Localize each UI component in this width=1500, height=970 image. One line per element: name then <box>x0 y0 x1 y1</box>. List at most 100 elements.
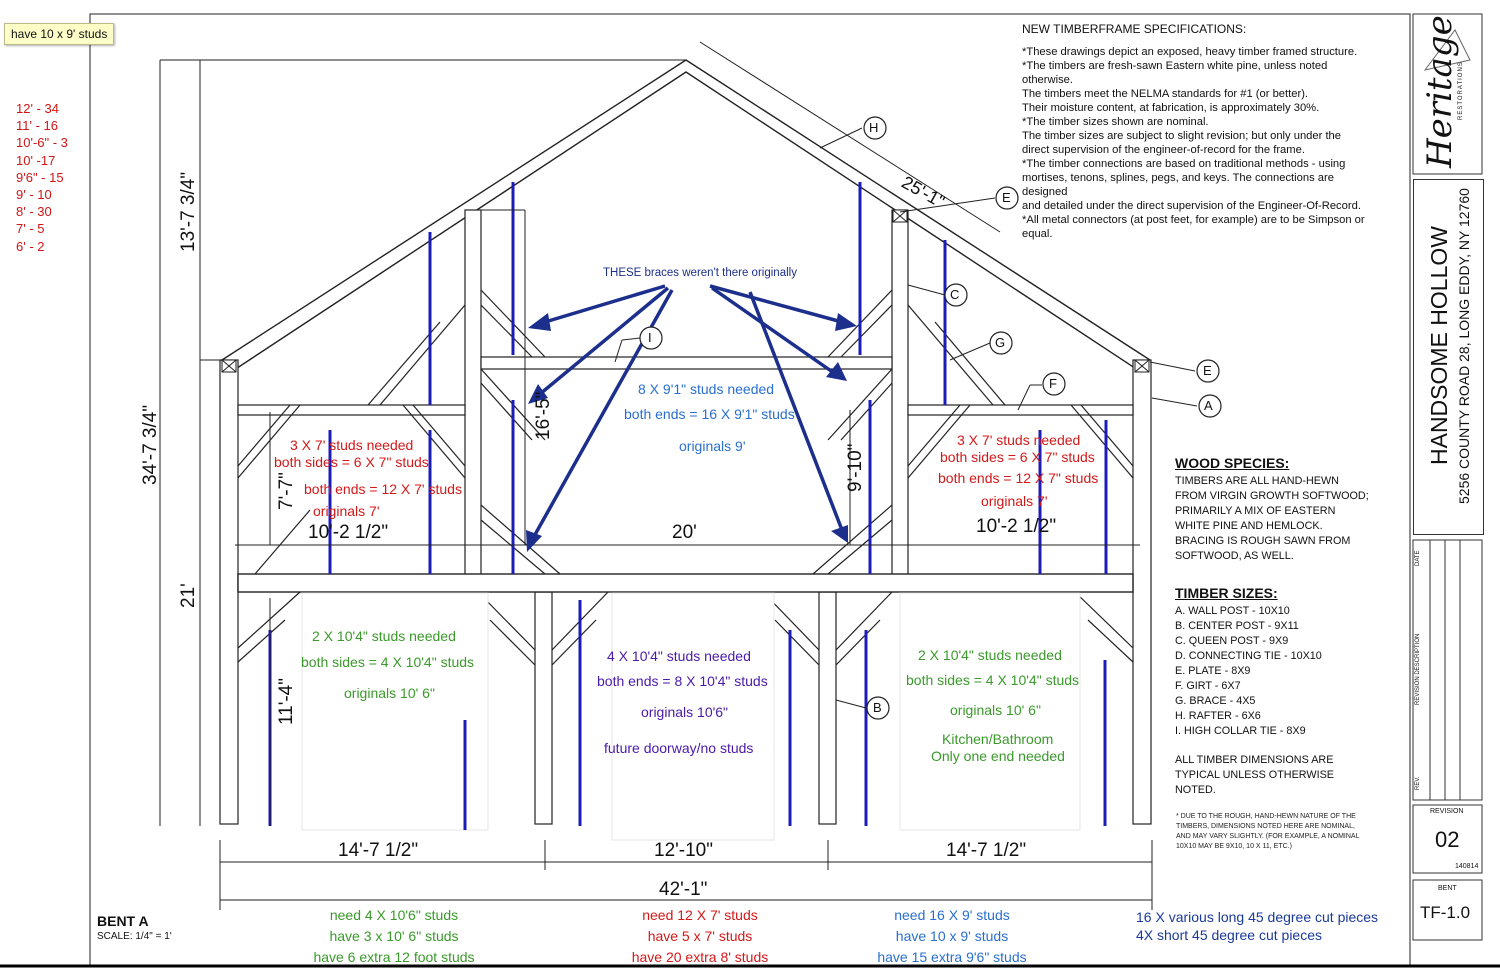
timber-item: C. QUEEN POST - 9X9 <box>1175 635 1289 647</box>
timber-note: NOTED. <box>1175 784 1216 796</box>
lower-right-note: Only one end needed <box>931 748 1065 764</box>
bent-label: BENT <box>1438 885 1457 892</box>
bottom-note-line: need 16 X 9' studs <box>894 907 1010 923</box>
lower-center-note: both ends = 8 X 10'4" studs <box>597 673 768 689</box>
upper-right-note: both ends = 12 X 7" studs <box>938 470 1099 486</box>
spec-line: equal. <box>1022 228 1053 240</box>
tally-item: 10' -17 <box>16 152 56 168</box>
dim-loft-height: 7'-7" <box>276 472 297 510</box>
tag-a: A <box>1204 398 1213 413</box>
spec-line: direct supervision of the engineer-of-re… <box>1022 144 1305 156</box>
tag-c: C <box>950 287 960 302</box>
dim-left-loft: 10'-2 1/2" <box>308 522 389 543</box>
tally-item: 6' - 2 <box>16 238 45 254</box>
tag-g: G <box>995 335 1006 350</box>
bottom-note-line: 16 X various long 45 degree cut pieces <box>1136 909 1379 925</box>
dim-overall-height: 34'-7 3/4" <box>140 404 161 485</box>
wood-line: FROM VIRGIN GROWTH SOFTWOOD; <box>1175 490 1369 502</box>
company-logo-text: Heritage <box>1420 15 1460 168</box>
spec-line: designed <box>1022 186 1068 198</box>
timber-item: I. HIGH COLLAR TIE - 8X9 <box>1175 725 1306 737</box>
rafters <box>221 59 1151 379</box>
dim-queen-height: 16'-5" <box>533 391 554 440</box>
timber-note: TYPICAL UNLESS OTHERWISE <box>1175 769 1334 781</box>
dim-upper-height: 13'-7 3/4" <box>178 171 199 252</box>
timber-item: B. CENTER POST - 9X11 <box>1175 620 1299 632</box>
spec-line: *The timber sizes shown are nominal. <box>1022 116 1209 128</box>
bottom-note-line: have 10 x 9' studs <box>895 928 1009 944</box>
upper-center-note: 8 X 9'1" studs needed <box>638 381 775 397</box>
date-column-label: DATE <box>1415 550 1421 566</box>
lower-left-note: 2 X 10'4" studs needed <box>312 628 456 644</box>
upper-left-note: both sides = 6 X 7" studs <box>274 454 429 470</box>
dim-right-loft: 10'-2 1/2" <box>976 516 1057 537</box>
bottom-note-far-right: 16 X various long 45 degree cut pieces 4… <box>1136 908 1378 944</box>
tag-h: H <box>869 120 879 135</box>
tag-leaders <box>614 127 1198 709</box>
wood-species-heading: WOOD SPECIES: <box>1175 455 1290 471</box>
disclaimer-line: 10X10 MAY BE 9X10, 10 X 11, ETC.) <box>1176 843 1292 850</box>
dim-ground-height: 11'-4" <box>276 678 297 725</box>
bottom-note-line: need 4 X 10'6" studs <box>329 907 459 923</box>
upper-left-note: both ends = 12 X 7' studs <box>304 481 462 497</box>
spec-line: *All metal connectors (at post feet, for… <box>1022 214 1365 226</box>
wood-species: WOOD SPECIES: TIMBERS ARE ALL HAND-HEWN … <box>1175 456 1369 564</box>
revision-number: 02 <box>1435 827 1460 852</box>
timber-sizes: TIMBER SIZES: A. WALL POST - 10X10 B. CE… <box>1175 586 1334 798</box>
bottom-note-center: need 12 X 7' studs have 5 x 7' studs hav… <box>620 905 780 968</box>
bottom-note-line: have 20 extra 8' studs <box>631 949 769 965</box>
studs <box>268 182 1108 830</box>
wood-line: WHITE PINE AND HEMLOCK. <box>1175 520 1323 532</box>
lower-right-note: originals 10' 6" <box>950 702 1041 718</box>
tag-e-upper: E <box>1002 190 1011 205</box>
lower-right-note: both sides = 4 X 10'4" studs <box>906 672 1080 688</box>
tally-item: 12' - 34 <box>16 101 59 116</box>
lower-center-note: 4 X 10'4" studs needed <box>607 648 751 664</box>
brace-arrowheads <box>526 313 857 552</box>
company-logo-sub: RESTORATIONS <box>1458 61 1464 120</box>
timber-sizes-heading: TIMBER SIZES: <box>1175 585 1278 601</box>
tally-item: 9'6" - 15 <box>16 169 64 185</box>
spec-line: *The timber connections are based on tra… <box>1022 158 1346 170</box>
timber-item: E. PLATE - 8X9 <box>1175 665 1251 677</box>
spec-line: *The timbers are fresh-sawn Eastern whit… <box>1022 60 1328 72</box>
dim-total-width: 42'-1" <box>659 879 708 900</box>
lower-left-note: originals 10' 6" <box>344 685 435 701</box>
disclaimer-line: * DUE TO THE ROUGH, HAND-HEWN NATURE OF … <box>1176 813 1356 820</box>
sheet-number: TF-1.0 <box>1420 903 1471 922</box>
spec-line: Their moisture content, at fabrication, … <box>1022 102 1320 114</box>
note-panels <box>301 592 1081 841</box>
timber-item: G. BRACE - 4X5 <box>1175 695 1256 707</box>
dim-right-bay: 14'-7 1/2" <box>946 840 1027 861</box>
revision-description-label: REVISION DESCRIPTION <box>1415 633 1421 705</box>
queen-posts <box>464 209 909 576</box>
post-caps <box>221 209 1150 373</box>
bottom-note-line: have 15 extra 9'6" studs <box>877 949 1027 965</box>
spec-line: otherwise. <box>1022 74 1073 86</box>
spec-line: *These drawings depict an exposed, heavy… <box>1022 46 1358 58</box>
timber-item: A. WALL POST - 10X10 <box>1175 605 1290 617</box>
brace-arrows <box>530 284 844 541</box>
tag-f: F <box>1049 376 1057 391</box>
upper-center-note: both ends = 16 X 9'1" studs <box>624 406 795 422</box>
dim-center-height: 9'-10" <box>845 443 866 492</box>
project-title-block <box>1413 179 1484 535</box>
dimension-disclaimer: * DUE TO THE ROUGH, HAND-HEWN NATURE OF … <box>1176 812 1359 852</box>
dim-center-span: 20' <box>672 522 697 543</box>
timber-item: H. RAFTER - 6X6 <box>1175 710 1261 722</box>
lower-right-note: Kitchen/Bathroom <box>942 731 1054 747</box>
bottom-note-left: need 4 X 10'6" studs have 3 x 10' 6" stu… <box>306 905 482 968</box>
upper-left-note: originals 7' <box>313 503 380 519</box>
stud-tally-list: 12' - 34 11' - 16 10'-6" - 3 10' -17 9'6… <box>16 100 68 255</box>
upper-right-note: 3 X 7' studs needed <box>957 432 1081 448</box>
bottom-note-right: need 16 X 9' studs have 10 x 9' studs ha… <box>872 905 1032 968</box>
bottom-note-line: have 6 extra 12 foot studs <box>313 949 475 965</box>
bottom-note-line: have 5 x 7' studs <box>647 928 753 944</box>
spec-line: The timber sizes are subject to slight r… <box>1022 130 1342 142</box>
high-collar-tie <box>480 356 893 370</box>
upper-center-note: originals 9' <box>679 438 746 454</box>
lower-left-note: both sides = 4 X 10'4" studs <box>301 654 475 670</box>
rev-column-label: REV. <box>1415 776 1421 790</box>
spec-line: and detailed under the direct supervisio… <box>1022 200 1361 212</box>
